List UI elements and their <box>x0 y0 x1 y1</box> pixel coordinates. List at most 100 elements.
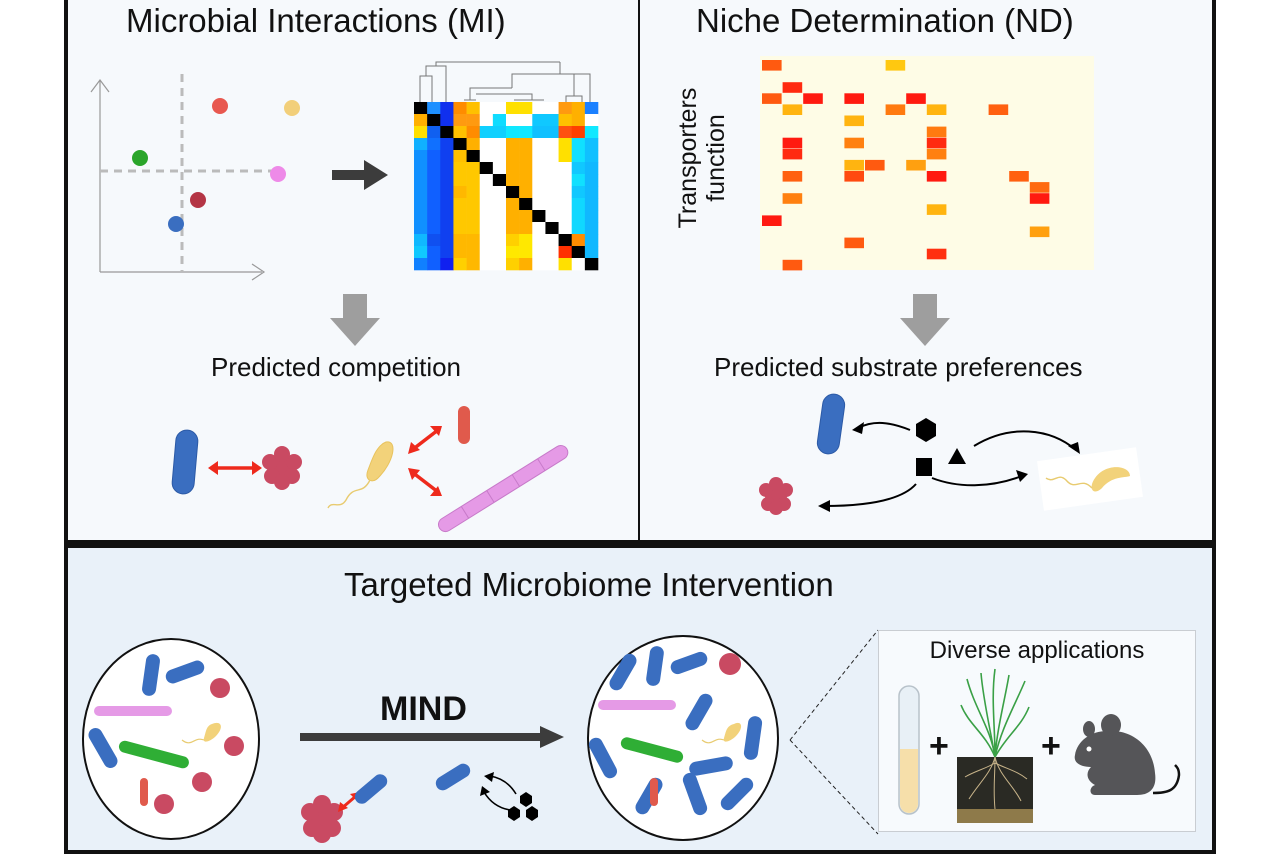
triangle-substrate-icon <box>948 448 966 464</box>
heatmap-cell <box>492 258 507 271</box>
heatmap-cell <box>519 174 533 187</box>
heatmap-cell <box>844 115 864 127</box>
heatmap-cell <box>584 150 599 163</box>
heatmap-cell <box>414 138 428 151</box>
heatmap-cell <box>571 126 586 139</box>
heatmap-cell <box>440 102 454 115</box>
heatmap-cell <box>558 246 573 259</box>
heatmap-cell <box>545 246 559 259</box>
heatmap-cell <box>532 138 546 151</box>
heatmap-cell <box>532 198 546 211</box>
heatmap-cell <box>479 114 494 127</box>
green-rod <box>620 737 684 763</box>
heatmap-cell <box>453 198 467 211</box>
heatmap-cell <box>506 114 520 127</box>
heatmap-cell <box>427 186 441 199</box>
heatmap-cell <box>782 171 803 182</box>
heatmap-cell <box>440 258 454 271</box>
double-arrow-down-icon <box>408 468 442 496</box>
heatmap-cell <box>427 222 441 235</box>
heatmap-cell <box>453 102 467 115</box>
heatmap-cell <box>558 234 573 247</box>
heatmap-cell <box>519 126 533 139</box>
heatmap-cell <box>414 186 428 199</box>
heatmap-cell <box>988 104 1009 115</box>
heatmap-cell <box>571 234 586 247</box>
red-rod <box>650 778 658 806</box>
heatmap-cell <box>545 162 559 175</box>
mind-mechanism-illustration <box>301 763 538 843</box>
scatter-axes <box>90 74 272 281</box>
heatmap-cell <box>584 162 599 175</box>
heatmap-cell <box>584 234 599 247</box>
heatmap-cell <box>427 174 441 187</box>
heatmap-cell <box>545 234 559 247</box>
niche-determination-panel: Niche Determination (ND) Transporters fu… <box>638 0 1216 544</box>
applications-title: Diverse applications <box>929 637 1145 664</box>
heatmap-cell <box>545 174 559 187</box>
heatmap-cell <box>519 198 533 211</box>
heatmap-cell <box>926 148 947 160</box>
heatmap-cell <box>558 138 573 151</box>
heatmap-cell <box>885 60 906 71</box>
heatmap-cell <box>545 198 559 211</box>
heatmap-cell <box>926 204 947 215</box>
nd-axis-label: Transporters function <box>674 58 730 258</box>
heatmap-cell <box>558 258 573 271</box>
heatmap-cell <box>414 162 428 175</box>
heatmap-cell <box>519 258 533 271</box>
heatmap-cell <box>453 150 467 163</box>
heatmap-cell <box>532 174 546 187</box>
heatmap-cell <box>492 234 507 247</box>
competition-illustration <box>171 406 569 533</box>
substrate-illustration <box>759 393 1143 515</box>
heatmap-cell <box>545 210 559 223</box>
heatmap-cell <box>584 198 599 211</box>
heatmap-cell <box>414 246 428 259</box>
heatmap-cell <box>519 114 533 127</box>
heatmap-cell <box>926 248 947 260</box>
heatmap-cell <box>844 159 864 171</box>
heatmap-cell <box>532 222 546 235</box>
heatmap-cell <box>532 126 546 139</box>
heatmap-cell <box>492 138 507 151</box>
heatmap-cell <box>492 102 507 115</box>
heatmap-cell <box>492 150 507 163</box>
heatmap-cell <box>427 210 441 223</box>
heatmap-cell <box>453 210 467 223</box>
heatmap-cell <box>532 258 546 271</box>
heatmap-cell <box>584 102 599 115</box>
heatmap-cell <box>571 198 586 211</box>
heatmap-cell <box>506 210 520 223</box>
heatmap-cell <box>545 114 559 127</box>
heatmap-cell <box>584 114 599 127</box>
heatmap-cell <box>453 138 467 151</box>
test-tube-icon <box>898 685 920 815</box>
heatmap-cell <box>545 138 559 151</box>
heatmap-cell <box>584 138 599 151</box>
heatmap-cell <box>584 210 599 223</box>
heatmap-cell <box>571 150 586 163</box>
nd-subtitle: Predicted substrate preferences <box>714 352 1083 382</box>
heatmap-cell <box>427 126 441 139</box>
yellow-vibrio <box>181 722 221 744</box>
hexagon-substrate-icon <box>916 418 936 442</box>
heatmap-cell <box>492 186 507 199</box>
heatmap-cell <box>571 210 586 223</box>
heatmap-cell <box>427 162 441 175</box>
heatmap-cell <box>762 93 782 104</box>
heatmap-cell <box>1029 182 1050 193</box>
arrowheads <box>818 422 1080 512</box>
correlation-heatmap <box>414 102 599 271</box>
heatmap-cell <box>532 162 546 175</box>
heatmap-cell <box>1029 193 1050 204</box>
heatmap-cell <box>440 186 454 199</box>
heatmap-cell <box>519 246 533 259</box>
hexagon-substrates-icon <box>508 792 538 821</box>
heatmap-cell <box>492 246 507 259</box>
heatmap-cell <box>466 234 481 247</box>
heatmap-cell <box>453 258 467 271</box>
axis-label-line1: Transporters <box>674 87 702 229</box>
heatmap-cell <box>479 174 494 187</box>
heatmap-cell <box>558 174 573 187</box>
